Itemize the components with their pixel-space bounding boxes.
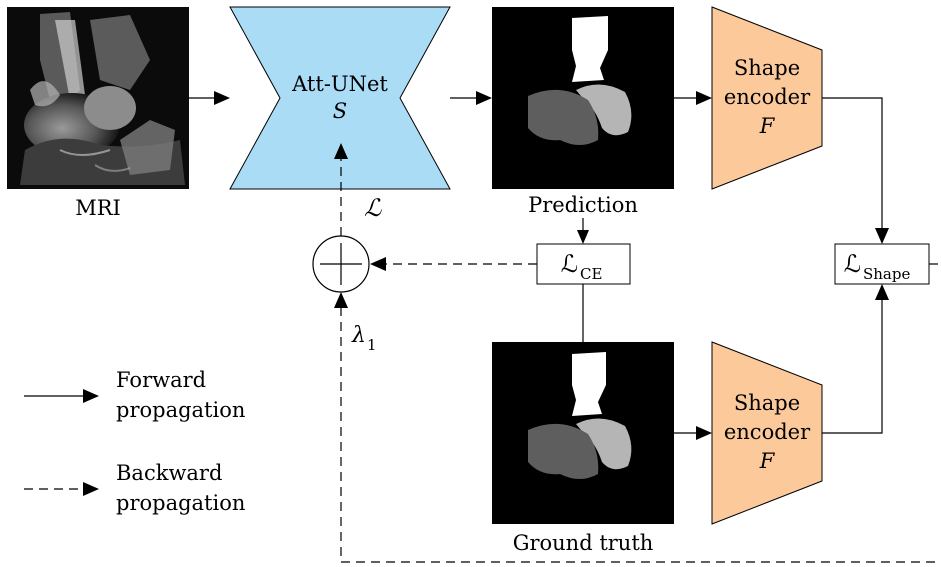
arrow-gt-to-encoder	[674, 426, 712, 440]
legend-backward-arrow	[24, 482, 99, 496]
shape-encoder-bottom-line1: Shape	[734, 391, 800, 415]
legend	[24, 389, 99, 496]
lambda-subscript: 1	[367, 336, 377, 354]
arrow-prediction-to-encoder	[674, 91, 712, 105]
att-unet-title: Att-UNet	[291, 72, 388, 96]
loss-ce-symbol: ℒ	[561, 250, 578, 278]
ground-truth-caption: Ground truth	[513, 531, 654, 555]
shape-encoder-bottom-symbol: F	[759, 449, 776, 473]
loss-total-symbol: ℒ	[364, 194, 382, 222]
arrow-sum-to-unet	[334, 143, 348, 236]
sum-node	[312, 235, 370, 293]
att-unet-symbol: S	[333, 99, 347, 123]
mri-image	[7, 7, 189, 189]
arrow-encoder-top-to-lshape	[822, 97, 889, 244]
legend-forward-line2: propagation	[116, 398, 245, 422]
loss-shape-box	[834, 243, 930, 285]
prediction-caption: Prediction	[528, 193, 638, 217]
shape-encoder-top-line2: encoder	[724, 85, 811, 109]
prediction-image	[492, 7, 674, 189]
arrow-encoder-bottom-to-lshape	[822, 284, 889, 434]
legend-forward-arrow	[24, 389, 99, 403]
shape-encoder-bottom-line2: encoder	[724, 420, 811, 444]
loss-shape-symbol: ℒ	[844, 250, 861, 278]
att-unet-block	[229, 6, 451, 190]
shape-encoder-top	[711, 6, 823, 190]
lambda-symbol: λ	[351, 323, 366, 348]
ground-truth-image	[492, 342, 674, 524]
mri-caption: MRI	[75, 196, 121, 220]
loss-ce-subscript: CE	[580, 265, 602, 283]
legend-backward-line2: propagation	[116, 491, 245, 515]
arrow-unet-to-prediction	[450, 91, 492, 105]
legend-forward-line1: Forward	[116, 368, 206, 392]
shape-encoder-bottom	[711, 341, 823, 525]
legend-backward-line1: Backward	[116, 461, 222, 485]
arrow-lce-to-sum	[370, 257, 537, 271]
arrow-mri-to-unet	[189, 91, 230, 105]
shape-encoder-top-symbol: F	[759, 114, 776, 138]
loss-shape-subscript: Shape	[863, 265, 910, 283]
arrow-lshape-to-sum	[334, 263, 941, 563]
arrow-prediction-to-lce	[577, 218, 589, 244]
shape-encoder-top-line1: Shape	[734, 56, 800, 80]
